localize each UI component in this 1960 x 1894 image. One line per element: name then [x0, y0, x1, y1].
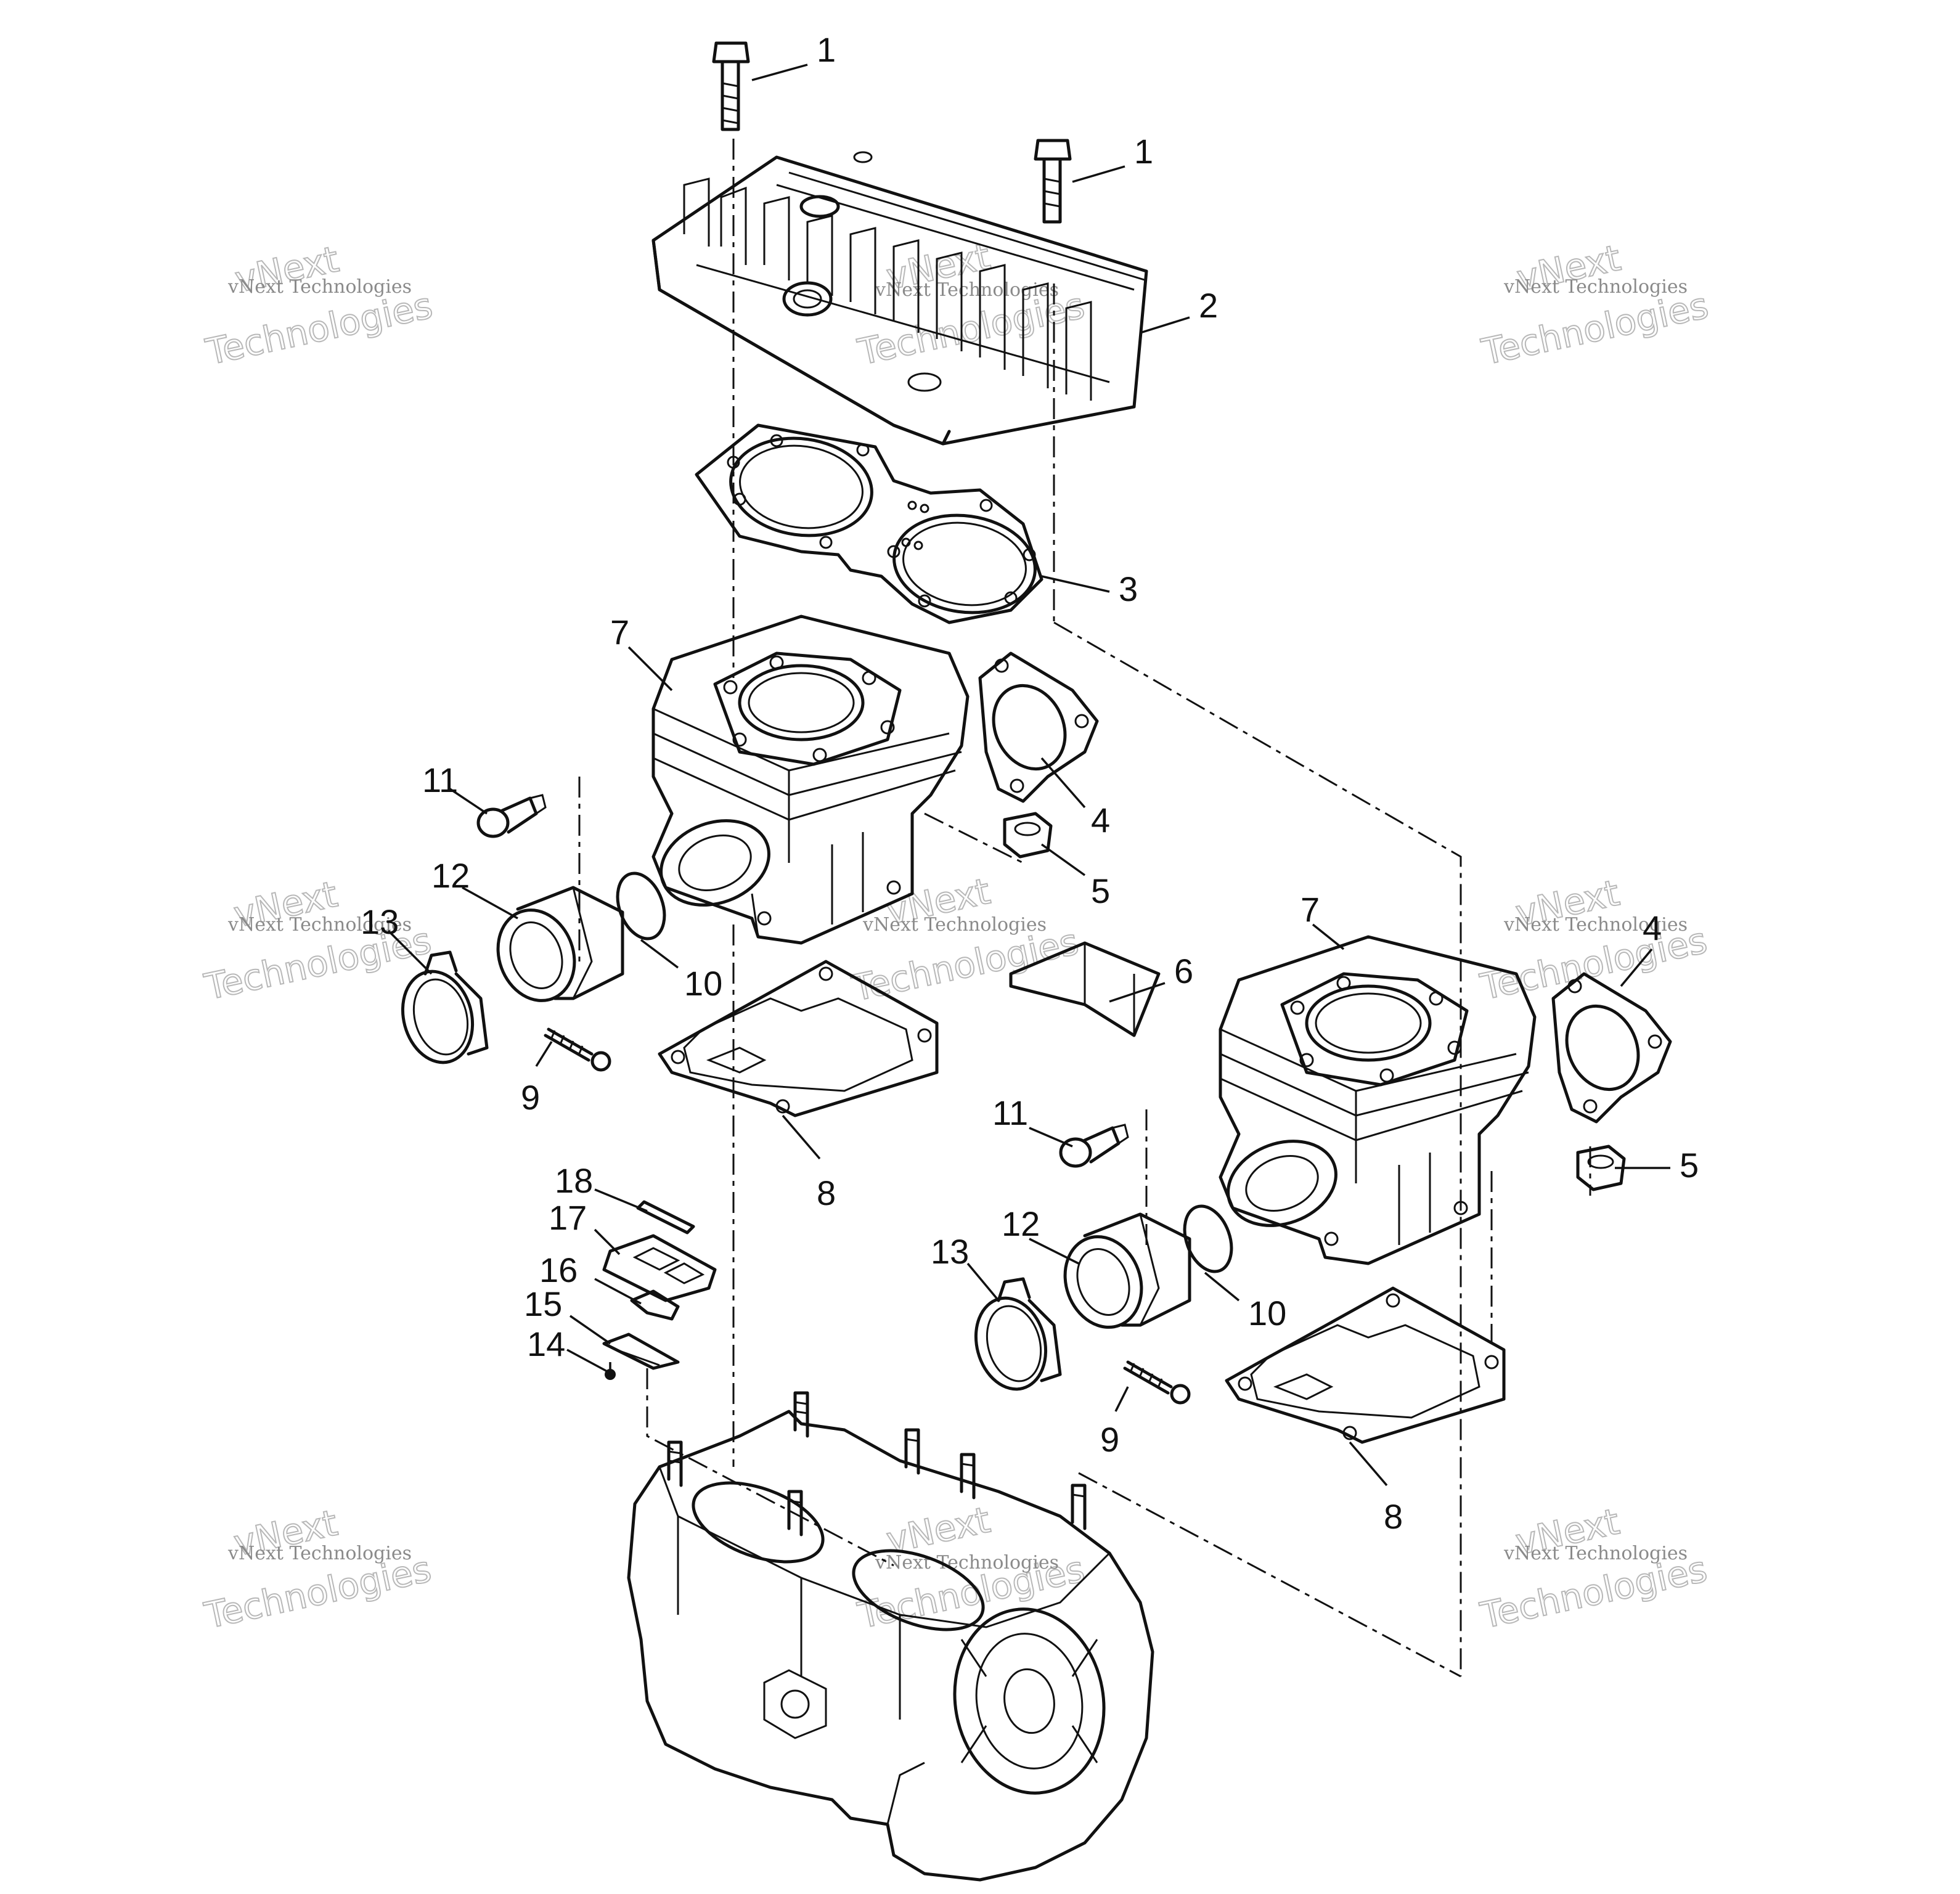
callout-8: 8	[1384, 1497, 1403, 1536]
reed-stop-plate	[636, 1200, 695, 1235]
watermark-line2: vNext Technologies	[227, 276, 412, 298]
reed-petal	[630, 1289, 680, 1321]
exhaust-gasket-right	[1551, 972, 1672, 1124]
callout-5: 5	[1680, 1146, 1699, 1185]
base-gasket-right	[1225, 1286, 1506, 1444]
callout-5: 5	[1091, 871, 1110, 910]
callout-7: 7	[1301, 890, 1320, 929]
callout-13: 13	[931, 1232, 969, 1271]
exhaust-gasket-left	[978, 651, 1099, 803]
cylinder-right	[1219, 935, 1537, 1265]
callout-10: 10	[684, 964, 722, 1003]
watermark-line2: vNext Technologies	[1503, 914, 1688, 936]
watermark-line2: vNext Technologies	[862, 914, 1047, 936]
callout-4: 4	[1643, 908, 1662, 947]
socket-bolt-right	[1059, 1124, 1129, 1168]
exhaust-nut-right	[1576, 1145, 1626, 1191]
exhaust-nut-left	[1003, 812, 1053, 859]
watermark-line2: vNext Technologies	[227, 914, 412, 936]
watermark-line2: vNext Technologies	[875, 279, 1059, 301]
base-gasket-left	[658, 960, 939, 1117]
head-bolt-right	[1034, 139, 1072, 224]
callout-4: 4	[1091, 801, 1110, 839]
callout-15: 15	[524, 1284, 562, 1323]
o-ring-right	[1183, 1204, 1233, 1273]
cylinder-head	[651, 151, 1148, 446]
callout-12: 12	[1002, 1204, 1040, 1243]
clamp-screw-left	[544, 1027, 611, 1072]
callout-6: 6	[1174, 952, 1193, 990]
callout-13: 13	[361, 902, 399, 941]
callout-14: 14	[527, 1325, 565, 1363]
watermark-line2: vNext Technologies	[1503, 1543, 1688, 1564]
watermark-line2: vNext Technologies	[227, 1543, 412, 1564]
callout-11: 11	[992, 1093, 1028, 1132]
callout-9: 9	[1100, 1420, 1119, 1459]
intake-flange-right	[1063, 1212, 1191, 1329]
callout-8: 8	[817, 1174, 836, 1212]
callout-12: 12	[431, 856, 470, 895]
socket-bolt-left	[476, 794, 547, 838]
callout-17: 17	[549, 1198, 587, 1237]
callout-11: 11	[422, 761, 458, 799]
head-bolt-left	[712, 41, 750, 131]
leader-lines	[387, 63, 1670, 1487]
hose-clamp-left	[401, 950, 489, 1064]
callout-1: 1	[817, 30, 836, 69]
clamp-screw-right	[1123, 1360, 1191, 1405]
callout-18: 18	[555, 1161, 593, 1200]
callout-2: 2	[1199, 286, 1218, 325]
cylinder-left	[651, 614, 970, 945]
callout-3: 3	[1119, 569, 1138, 608]
head-gasket	[695, 423, 1043, 624]
watermark-line2: vNext Technologies	[1503, 276, 1688, 298]
o-ring-left	[616, 871, 666, 941]
crankcase	[627, 1391, 1154, 1882]
assembly-center-lines	[578, 139, 1591, 1678]
callout-9: 9	[521, 1078, 540, 1117]
reed-stop	[602, 1333, 680, 1370]
block-part	[1009, 941, 1161, 1037]
callout-labels: 1 1 2 3 7 4 11 5 12 13 10 6 9 8 7 4 11 5…	[361, 30, 1699, 1536]
callout-7: 7	[610, 613, 629, 651]
callout-10: 10	[1248, 1294, 1286, 1333]
callout-1: 1	[1134, 132, 1153, 171]
reed-valve-cage	[602, 1234, 717, 1302]
callout-16: 16	[539, 1251, 578, 1289]
watermark-line2: vNext Technologies	[875, 1552, 1059, 1574]
intake-flange-left	[496, 886, 624, 1002]
hose-clamp-right	[974, 1277, 1062, 1391]
reed-screw	[605, 1362, 616, 1380]
